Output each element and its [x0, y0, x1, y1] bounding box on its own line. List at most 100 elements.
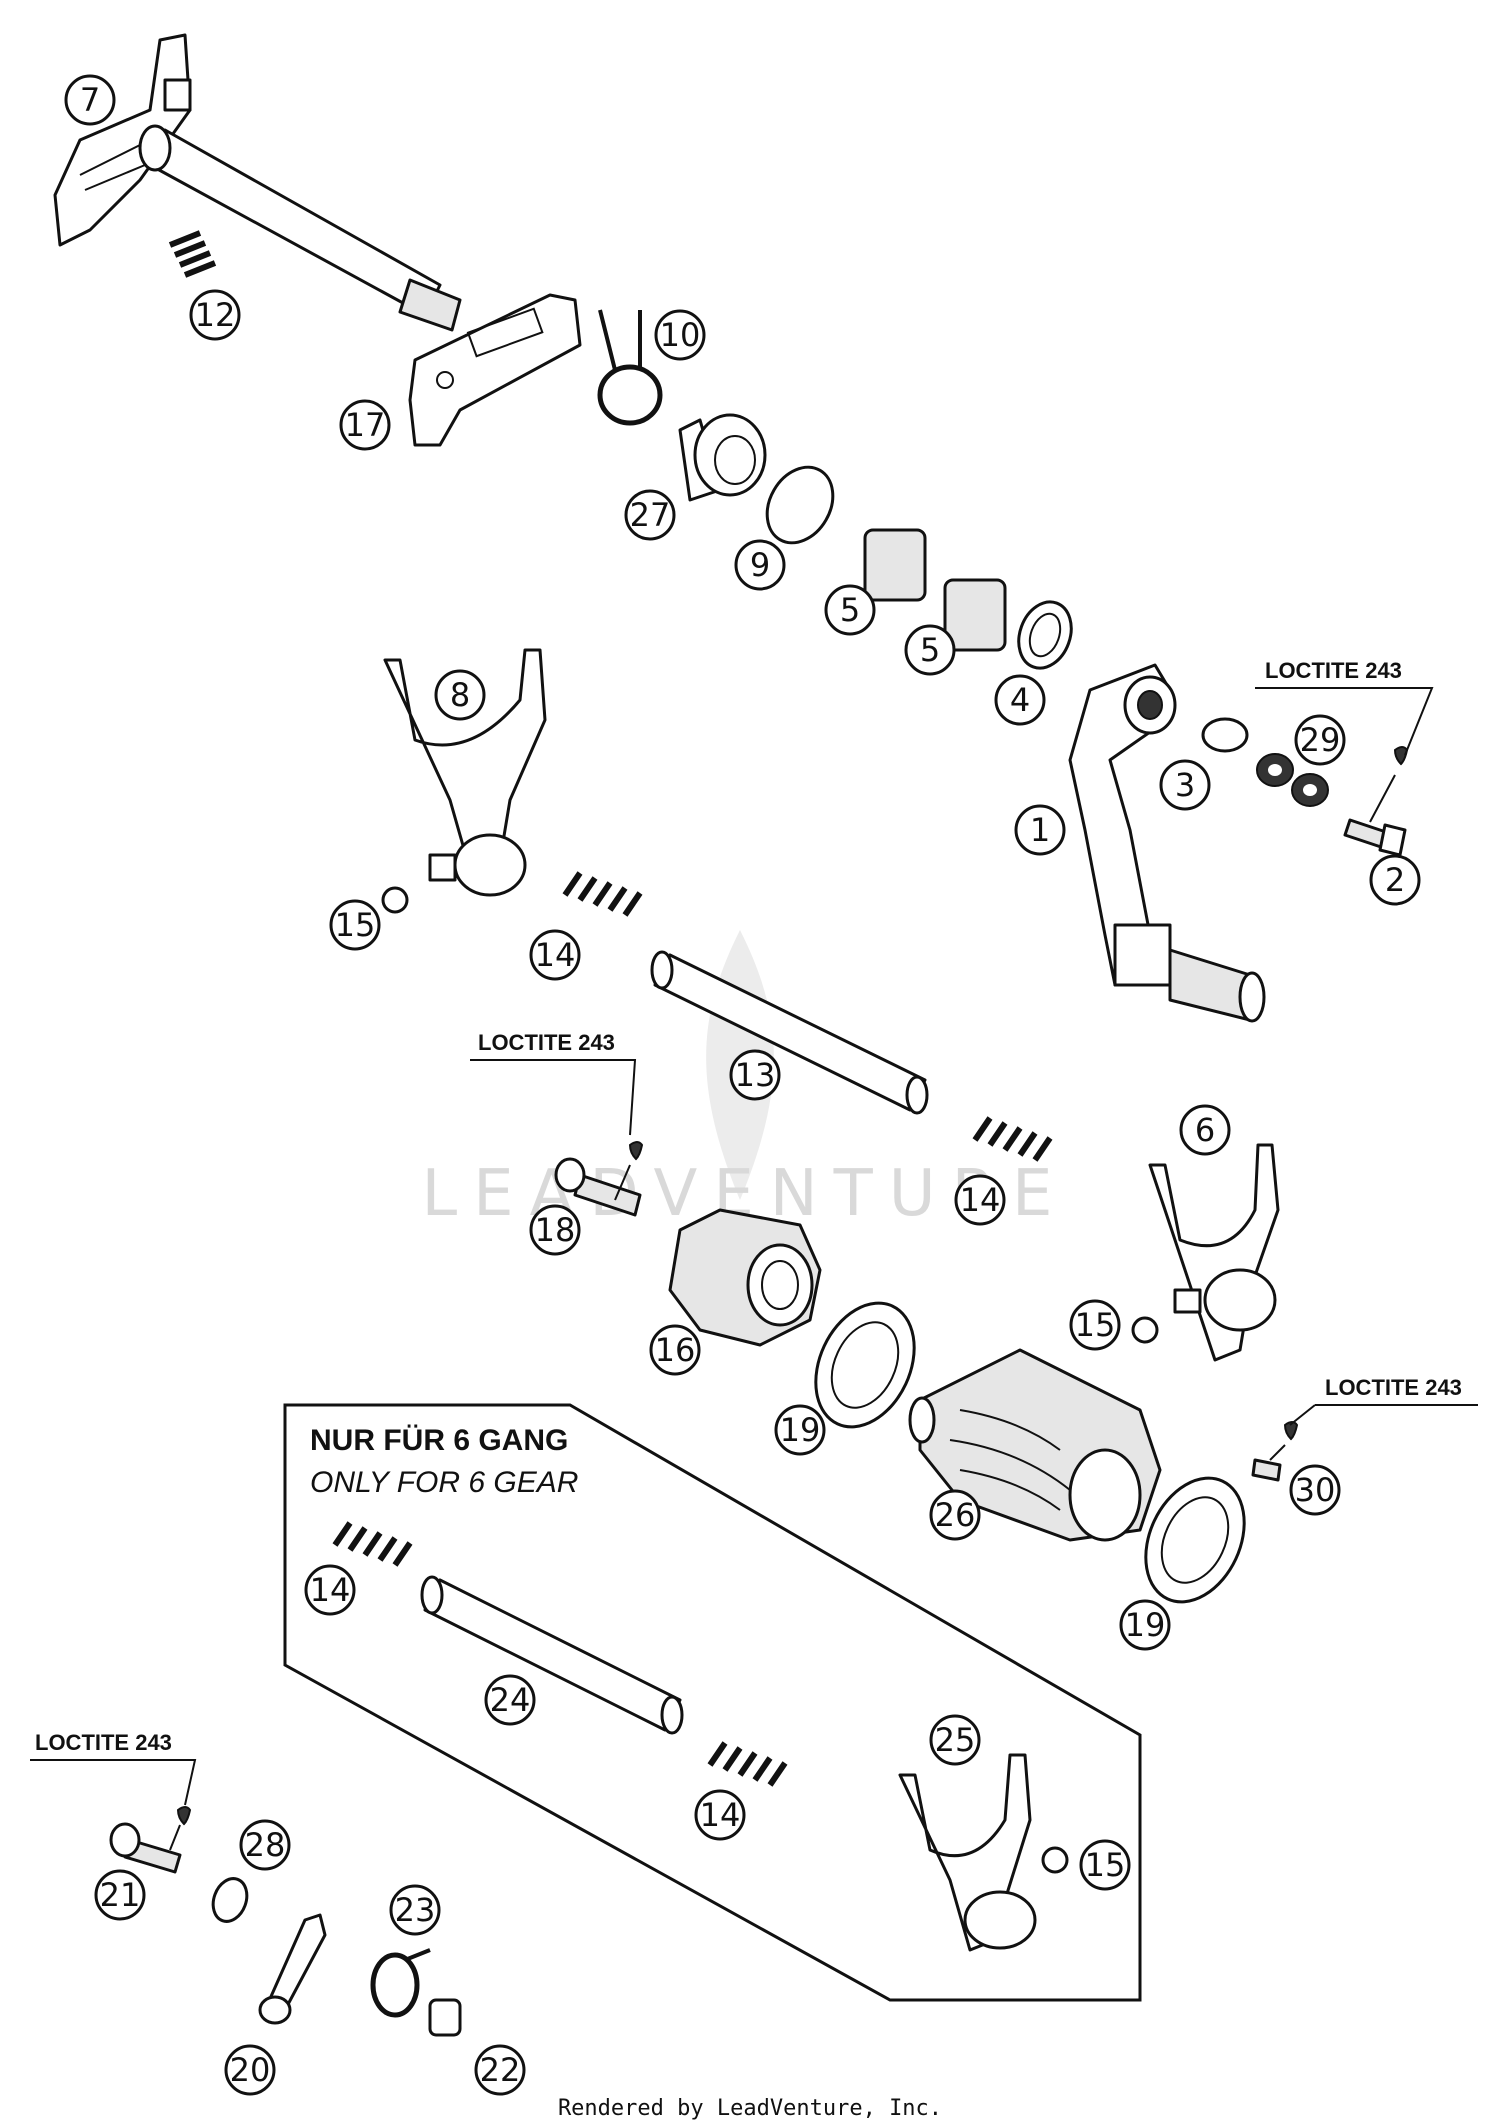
svg-text:15: 15: [335, 906, 376, 944]
loctite-note-2: LOCTITE 243: [470, 1030, 637, 1201]
svg-text:14: 14: [535, 936, 576, 974]
loctite-note-3: LOCTITE 243: [1269, 1375, 1478, 1461]
svg-text:23: 23: [395, 1891, 436, 1929]
part-12-spring: [168, 230, 217, 278]
callout-6: 6: [1179, 1104, 1231, 1156]
part-10-return-spring: [597, 309, 663, 426]
part-8-shift-fork: [383, 648, 547, 897]
part-14-spring-d: [707, 1741, 788, 1787]
part-29-nut-a: [1256, 753, 1294, 787]
svg-text:14: 14: [700, 1796, 741, 1834]
part-23-spring: [370, 1948, 431, 2018]
loctite-label: LOCTITE 243: [478, 1030, 615, 1055]
svg-text:22: 22: [480, 2051, 521, 2089]
svg-text:28: 28: [245, 1826, 286, 1864]
part-25-shift-fork: [898, 1753, 1037, 1952]
callout-14-c: 14: [304, 1564, 356, 1616]
svg-text:4: 4: [1010, 681, 1030, 719]
callout-1: 1: [1014, 804, 1066, 856]
callout-9: 9: [734, 539, 786, 591]
callout-15-a: 15: [329, 899, 381, 951]
part-5-needle-bearing-b: [943, 578, 1007, 652]
box-subtitle: ONLY FOR 6 GEAR: [310, 1466, 578, 1499]
part-15-ball-b: [1131, 1316, 1159, 1344]
loctite-note-1: LOCTITE 243: [1255, 658, 1434, 823]
svg-text:14: 14: [960, 1181, 1001, 1219]
footer-credit: Rendered by LeadVenture, Inc.: [558, 2096, 942, 2121]
part-15-ball-c: [1041, 1846, 1069, 1874]
svg-text:5: 5: [920, 631, 940, 669]
svg-text:8: 8: [450, 676, 470, 714]
callout-28: 28: [239, 1819, 291, 1871]
callout-25: 25: [929, 1714, 981, 1766]
part-29-nut-b: [1291, 773, 1329, 807]
callout-3: 3: [1159, 759, 1211, 811]
svg-text:27: 27: [630, 496, 671, 534]
part-6-shift-fork: [1148, 1143, 1280, 1362]
svg-text:14: 14: [310, 1571, 351, 1609]
callout-15-c: 15: [1079, 1839, 1131, 1891]
svg-text:24: 24: [490, 1681, 531, 1719]
svg-text:7: 7: [80, 81, 100, 119]
six-gear-box: NUR FÜR 6 GANG ONLY FOR 6 GEAR: [283, 1403, 1142, 2002]
part-22-bushing: [428, 1998, 462, 2037]
part-1-shift-lever: [1068, 663, 1266, 1023]
part-26-shift-drum: [908, 1348, 1162, 1542]
callout-14-b: 14: [954, 1174, 1006, 1226]
svg-text:29: 29: [1300, 721, 1341, 759]
svg-text:13: 13: [735, 1056, 776, 1094]
callout-27: 27: [624, 489, 676, 541]
callout-12: 12: [189, 289, 241, 341]
callout-26: 26: [929, 1489, 981, 1541]
svg-text:26: 26: [935, 1496, 976, 1534]
callout-8: 8: [434, 669, 486, 721]
part-4-seal: [1017, 600, 1073, 670]
callout-10: 10: [654, 309, 706, 361]
callout-7: 7: [64, 74, 116, 126]
part-18-bolt: [554, 1141, 644, 1217]
svg-text:15: 15: [1075, 1306, 1116, 1344]
part-7-shift-shaft: [53, 33, 462, 332]
svg-text:18: 18: [535, 1211, 576, 1249]
svg-text:16: 16: [655, 1331, 696, 1369]
svg-text:9: 9: [750, 546, 770, 584]
part-14-spring-a: [562, 871, 643, 917]
callout-2: 2: [1369, 854, 1421, 906]
callout-16: 16: [649, 1324, 701, 1376]
svg-text:3: 3: [1175, 766, 1195, 804]
callout-13: 13: [729, 1049, 781, 1101]
svg-text:19: 19: [780, 1411, 821, 1449]
svg-text:2: 2: [1385, 861, 1405, 899]
svg-text:25: 25: [935, 1721, 976, 1759]
part-17-shift-plate: [408, 293, 582, 447]
callout-24: 24: [484, 1674, 536, 1726]
callout-21: 21: [94, 1869, 146, 1921]
part-30-bolt: [1251, 1421, 1299, 1482]
part-14-spring-c: [332, 1521, 413, 1567]
callout-22: 22: [474, 2044, 526, 2096]
svg-text:20: 20: [230, 2051, 271, 2089]
svg-text:21: 21: [100, 1876, 141, 1914]
loctite-label: LOCTITE 243: [35, 1730, 172, 1755]
svg-text:6: 6: [1195, 1111, 1215, 1149]
part-19-seal-b: [1144, 1476, 1246, 1604]
part-20-arm: [258, 1913, 327, 2025]
callout-15-b: 15: [1069, 1299, 1121, 1351]
part-14-spring-b: [972, 1116, 1053, 1162]
part-9-washer: [765, 465, 835, 545]
part-24-shaft: [420, 1575, 684, 1735]
box-title: NUR FÜR 6 GANG: [310, 1424, 568, 1457]
svg-text:19: 19: [1125, 1606, 1166, 1644]
callout-5-b: 5: [904, 624, 956, 676]
svg-text:12: 12: [195, 296, 236, 334]
callout-14-d: 14: [694, 1789, 746, 1841]
svg-text:30: 30: [1295, 1471, 1336, 1509]
loctite-label: LOCTITE 243: [1325, 1375, 1462, 1400]
callout-19-a: 19: [774, 1404, 826, 1456]
part-28-washer: [211, 1877, 249, 1923]
part-16-shift-drum-segment: [668, 1208, 822, 1347]
callout-23: 23: [389, 1884, 441, 1936]
callout-18: 18: [529, 1204, 581, 1256]
callout-14-a: 14: [529, 929, 581, 981]
